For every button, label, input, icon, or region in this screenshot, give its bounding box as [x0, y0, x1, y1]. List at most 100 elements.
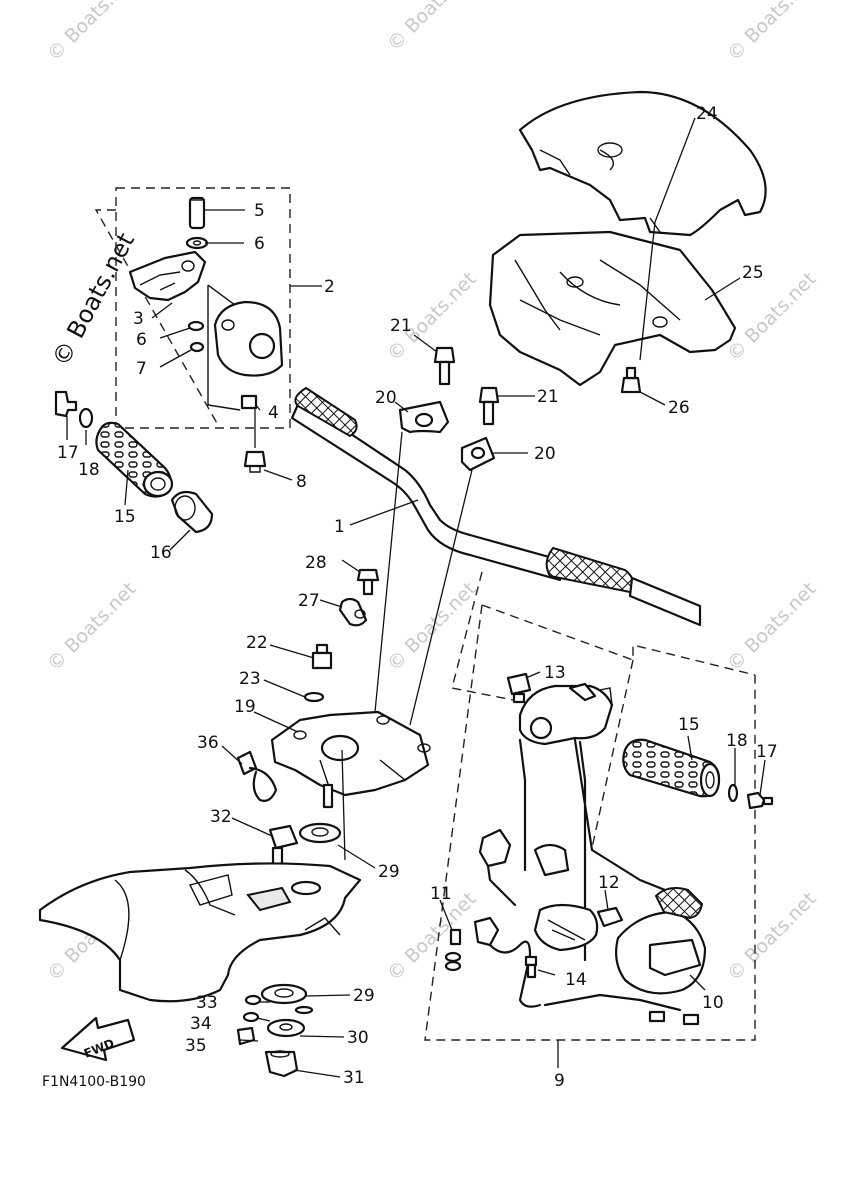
part-17-screw-right	[746, 791, 774, 810]
part-35-nut	[236, 1026, 256, 1046]
part-24-cover	[518, 90, 767, 237]
part-16-cap	[170, 490, 214, 534]
callout-4: 4	[268, 403, 279, 423]
part-13-button	[506, 672, 532, 704]
callout-8: 8	[296, 472, 307, 492]
callout-31: 31	[343, 1068, 365, 1088]
watermark-large: © Boats.net	[47, 228, 140, 370]
part-34-washer	[242, 1011, 260, 1023]
fwd-arrow-icon: FWD	[60, 1016, 136, 1062]
part-28-screw	[356, 568, 380, 596]
part-11-screw	[444, 928, 462, 972]
callout-6-mid: 6	[136, 330, 147, 350]
callout-6-top: 6	[254, 234, 265, 254]
part-4-nut	[240, 394, 258, 410]
callout-15-left: 15	[114, 507, 136, 527]
part-9-switch-housing	[518, 682, 614, 746]
watermark-6: © Boats.net	[43, 578, 141, 676]
part-25-housing	[488, 230, 737, 387]
callout-23: 23	[239, 669, 261, 689]
part-21-bolt-right	[478, 386, 500, 426]
part-6-washer-mid	[187, 320, 205, 332]
part-26-screw	[620, 366, 642, 394]
part-10-magnet	[615, 887, 707, 995]
callouts: 1 2 3 4 5 6 6 7 8 9 10 11 12 13 14 15 15…	[57, 104, 778, 1091]
callout-21-left: 21	[390, 316, 412, 336]
callout-25: 25	[742, 263, 764, 283]
watermark-7: © Boats.net	[383, 578, 481, 676]
callout-33: 33	[196, 993, 218, 1013]
part-17-screw-left	[54, 390, 78, 418]
callout-19: 19	[234, 697, 256, 717]
part-15-grip-right	[622, 738, 721, 798]
callout-26: 26	[668, 398, 690, 418]
callout-28: 28	[305, 553, 327, 573]
part-15-grip-left	[95, 421, 174, 498]
watermark-1: © Boats.net	[43, 0, 141, 66]
callout-36: 36	[197, 733, 219, 753]
part-30-washer	[266, 1018, 306, 1038]
part-8-screw	[243, 408, 267, 473]
callout-21-right: 21	[537, 387, 559, 407]
callout-20-left: 20	[375, 388, 397, 408]
callout-16: 16	[150, 543, 172, 563]
part-6-washer-top	[185, 236, 209, 250]
callout-15-right: 15	[678, 715, 700, 735]
part-29-grommet-lower	[260, 983, 308, 1005]
part-3-lever	[128, 250, 207, 302]
callout-29-upper: 29	[378, 862, 400, 882]
callout-17-right: 17	[756, 742, 778, 762]
callout-30: 30	[347, 1028, 369, 1048]
callout-2: 2	[324, 277, 335, 297]
part-36-clip	[236, 750, 278, 802]
callout-32: 32	[210, 807, 232, 827]
callout-35: 35	[185, 1036, 207, 1056]
callout-18-right: 18	[726, 731, 748, 751]
part-21-bolt-left	[433, 346, 456, 386]
diagram-code: F1N4100-B190	[42, 1074, 146, 1090]
callout-7: 7	[136, 359, 147, 379]
callout-29-lower: 29	[353, 986, 375, 1006]
callout-1: 1	[334, 517, 345, 537]
callout-24: 24	[696, 104, 718, 124]
callout-3: 3	[133, 309, 144, 329]
callout-13: 13	[544, 663, 566, 683]
part-18-washer-right	[727, 783, 739, 803]
watermark-5: © Boats.net	[723, 268, 821, 366]
callout-12: 12	[598, 873, 620, 893]
watermark-3: © Boats.net	[723, 0, 821, 66]
part-20-clamp-right	[460, 436, 496, 472]
assembly-outlines	[94, 187, 756, 1041]
part-20-clamp-left	[398, 400, 450, 434]
part-18-washer-left	[78, 407, 94, 429]
callout-5: 5	[254, 201, 265, 221]
callout-34: 34	[190, 1014, 212, 1034]
part-33-washer	[244, 994, 262, 1006]
part-2-switch-housing	[207, 284, 284, 411]
callout-22: 22	[246, 633, 268, 653]
part-14-screw	[524, 955, 538, 979]
callout-9: 9	[554, 1071, 565, 1091]
leader-lines	[66, 117, 766, 1078]
watermark-8: © Boats.net	[723, 578, 821, 676]
callout-11: 11	[430, 884, 452, 904]
part-29-grommet-upper	[298, 822, 342, 844]
hull-cover	[38, 862, 362, 1015]
part-27-collar	[338, 597, 368, 627]
part-31-nut	[264, 1050, 299, 1078]
callout-17-left: 17	[57, 443, 79, 463]
callout-18-left: 18	[78, 460, 100, 480]
part-23-washer	[303, 691, 325, 703]
callout-20-right: 20	[534, 444, 556, 464]
part-32-fitting	[268, 824, 299, 870]
watermark-11: © Boats.net	[723, 888, 821, 986]
switch-wiring	[473, 738, 700, 1026]
watermark-2: © Boats.net	[383, 0, 481, 56]
part-5-bolt	[188, 196, 206, 230]
part-19-steering-bracket	[270, 710, 431, 809]
part-7-washer	[189, 341, 205, 353]
callout-27: 27	[298, 591, 320, 611]
part-1-handlebar	[290, 386, 702, 627]
